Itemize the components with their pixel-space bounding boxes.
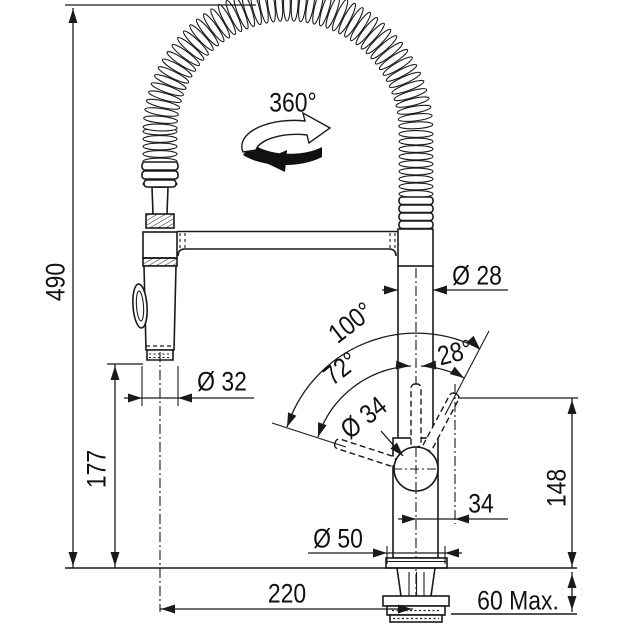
dim-lever-offset: 34 — [468, 488, 494, 519]
lever-back-position — [333, 438, 397, 467]
dim-spout-reach: 220 — [267, 578, 307, 609]
dim-spout-height: 177 — [81, 449, 112, 489]
dim-total-height: 490 — [40, 262, 71, 302]
spring-hose-coil — [142, 0, 434, 198]
lever-mid-position — [410, 383, 422, 448]
mounting-hardware — [382, 557, 450, 623]
dim-base-diameter: Ø 50 — [313, 523, 363, 554]
rotation-360-label: 360° — [269, 87, 317, 118]
horizontal-arm — [177, 230, 398, 257]
arc-100 — [286, 332, 481, 428]
countertop-line — [65, 567, 577, 615]
lever-positions — [333, 383, 460, 467]
spout-column — [397, 196, 434, 438]
ball-joint — [393, 446, 439, 492]
dim-deck-thickness: 60 Max. — [477, 585, 559, 616]
dim-spray-diameter: Ø 32 — [197, 366, 247, 397]
dimension-arrows — [68, 9, 577, 614]
dim-column-diameter: Ø 28 — [452, 260, 502, 291]
dim-lever-height: 148 — [541, 468, 572, 508]
spray-head — [132, 161, 179, 361]
rotation-symbol — [241, 111, 332, 172]
